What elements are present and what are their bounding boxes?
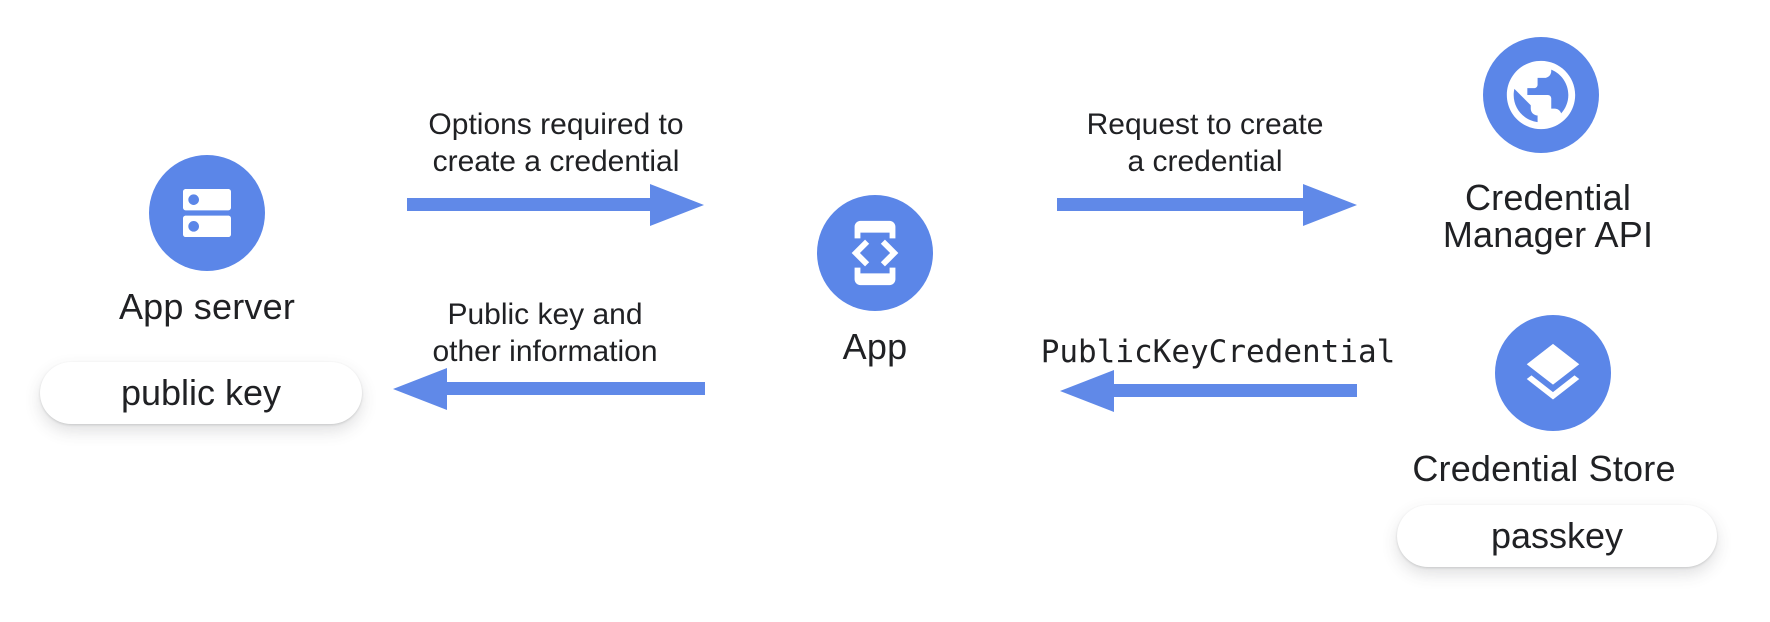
public-key-credential-arrow-head <box>1060 370 1114 412</box>
request-arrow-head <box>1303 184 1357 226</box>
public-key-info-arrow-head <box>393 368 447 410</box>
passkey-badge: passkey <box>1397 505 1717 567</box>
app-node <box>817 195 933 311</box>
options-arrow-head <box>650 184 704 226</box>
credential-manager-api-node <box>1483 37 1599 153</box>
app-server-node <box>149 155 265 271</box>
options-arrow-caption: Options required to create a credential <box>405 106 707 180</box>
phone-code-icon <box>840 218 910 288</box>
credential-manager-api-label-line1: Credential <box>1464 177 1632 218</box>
server-icon <box>175 181 239 245</box>
public-key-info-caption-line1: Public key and <box>447 298 643 331</box>
credential-manager-api-label: Credential Manager API <box>1393 179 1703 253</box>
options-caption-line1: Options required to <box>428 108 684 141</box>
globe-icon <box>1500 54 1582 136</box>
public-key-badge: public key <box>40 362 362 424</box>
public-key-info-caption-line2: other information <box>432 335 658 368</box>
credential-store-label: Credential Store <box>1412 448 1676 489</box>
app-server-label: App server <box>118 286 296 327</box>
request-arrow-shaft <box>1057 198 1303 211</box>
request-caption-line2: a credential <box>1127 145 1283 178</box>
options-caption-line2: create a credential <box>432 145 680 178</box>
public-key-credential-caption: PublicKeyCredential <box>1040 334 1396 370</box>
request-arrow-caption: Request to create a credential <box>1052 106 1358 180</box>
credential-store-node <box>1495 315 1611 431</box>
public-key-info-arrow-shaft <box>447 382 705 395</box>
options-arrow-shaft <box>407 198 650 211</box>
app-label: App <box>842 326 908 367</box>
request-caption-line1: Request to create <box>1086 108 1324 141</box>
passkey-badge-label: passkey <box>1490 515 1624 556</box>
public-key-badge-label: public key <box>120 372 282 413</box>
public-key-info-caption: Public key and other information <box>394 296 696 370</box>
public-key-credential-arrow-shaft <box>1114 384 1357 397</box>
layers-icon <box>1518 338 1588 408</box>
credential-manager-api-label-line2: Manager API <box>1442 214 1654 255</box>
